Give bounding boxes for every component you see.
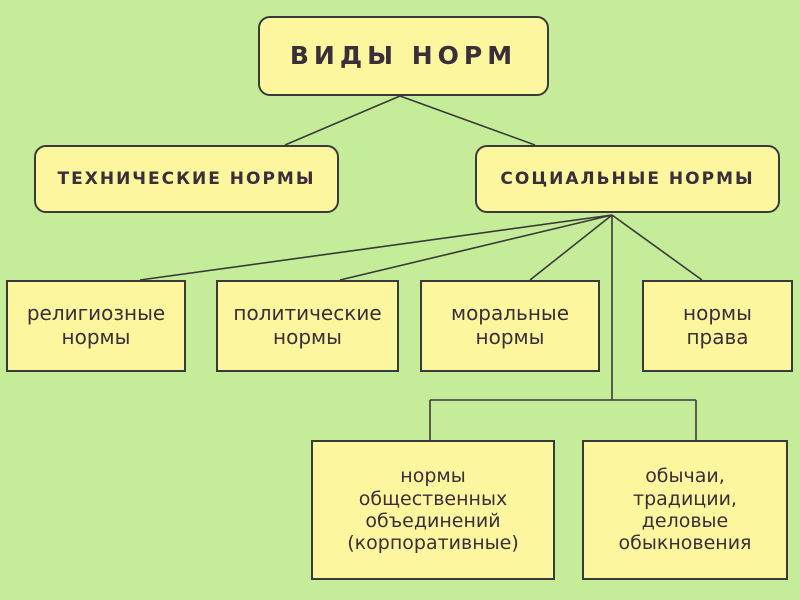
political-norms-label: политические нормы [233, 301, 382, 349]
moral-norms-label: моральные нормы [450, 301, 570, 349]
corporate-norms-label: нормы общественных объединений (корпорат… [347, 465, 519, 555]
social-norms-node: СОЦИАЛЬНЫЕ НОРМЫ [475, 145, 780, 213]
law-norms-node: нормы права [642, 280, 793, 372]
technical-norms-node: ТЕХНИЧЕСКИЕ НОРМЫ [34, 145, 339, 213]
customs-traditions-label: обычаи, традиции, деловые обыкновения [618, 465, 752, 555]
connector-root-technical [284, 95, 401, 146]
corporate-norms-node: нормы общественных объединений (корпорат… [311, 440, 555, 580]
connector-social-political [339, 214, 613, 281]
technical-norms-label: ТЕХНИЧЕСКИЕ НОРМЫ [57, 168, 316, 189]
religious-norms-label: религиозные нормы [26, 301, 166, 349]
connector-social-law [611, 214, 703, 281]
social-norms-label: СОЦИАЛЬНЫЕ НОРМЫ [500, 168, 755, 189]
law-norms-label: нормы права [683, 301, 752, 349]
root-node-types-of-norms: ВИДЫ НОРМ [258, 16, 549, 96]
connector-social-moral [529, 214, 613, 281]
political-norms-node: политические нормы [216, 280, 399, 372]
religious-norms-node: религиозные нормы [6, 280, 186, 372]
connector-social-religious [139, 214, 613, 281]
connector-root-social [399, 95, 536, 146]
customs-traditions-node: обычаи, традиции, деловые обыкновения [582, 440, 788, 580]
root-node-label: ВИДЫ НОРМ [289, 41, 518, 71]
moral-norms-node: моральные нормы [420, 280, 600, 372]
